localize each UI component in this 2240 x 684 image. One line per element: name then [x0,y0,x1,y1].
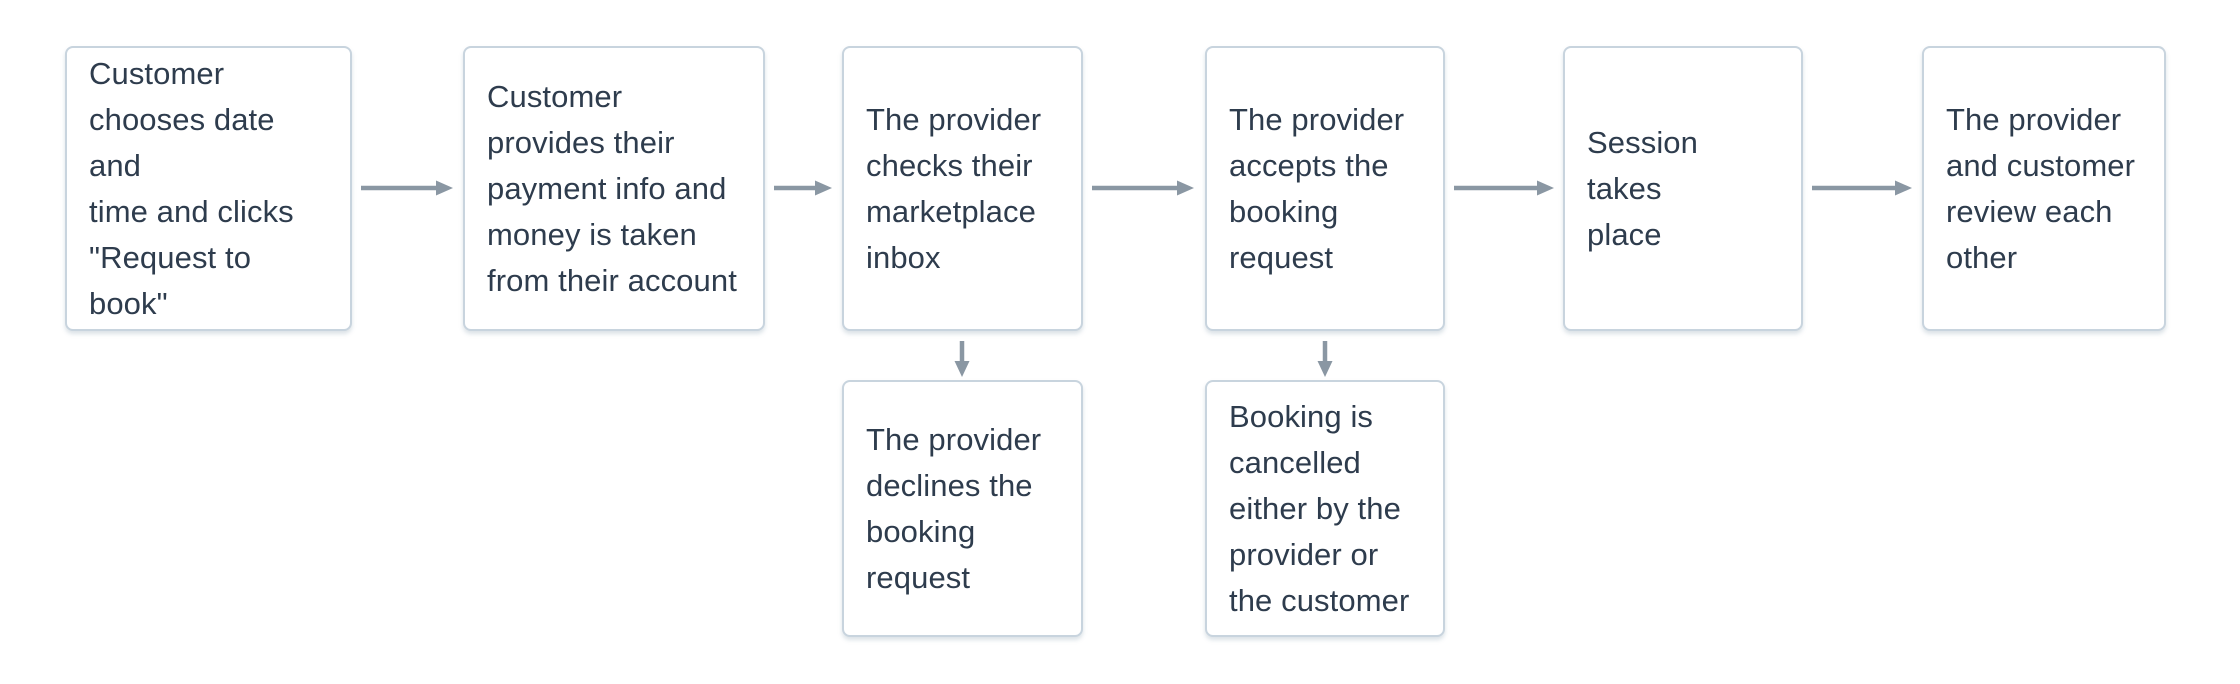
step-provider-checks-inbox: The provider checks their marketplace in… [842,46,1083,331]
step-text: The provider declines the booking reques… [866,421,1042,595]
step-text: Customer provides their payment info and… [487,78,737,298]
arrow-down-icon [951,340,973,383]
step-provider-accepts-request: The provider accepts the booking request [1205,46,1445,331]
step-review-each-other: The provider and customer review each ot… [1922,46,2166,331]
arrow-right-icon [773,177,833,204]
arrow-right-icon [360,177,454,204]
step-text: The provider checks their marketplace in… [866,101,1042,275]
step-text: Customer chooses date and time and click… [89,55,294,321]
arrow-right-icon [1091,177,1195,204]
step-customer-provides-payment: Customer provides their payment info and… [463,46,765,331]
step-text: Session takes place [1587,124,1698,252]
step-text: The provider accepts the booking request [1229,101,1405,275]
branch-provider-declines-request: The provider declines the booking reques… [842,380,1083,637]
arrow-right-icon [1811,177,1913,204]
arrow-down-icon [1314,340,1336,383]
step-session-takes-place: Session takes place [1563,46,1803,331]
step-customer-chooses-date: Customer chooses date and time and click… [65,46,352,331]
step-text: Booking is cancelled either by the provi… [1229,398,1410,618]
branch-booking-cancelled: Booking is cancelled either by the provi… [1205,380,1445,637]
step-text: The provider and customer review each ot… [1946,101,2136,275]
arrow-right-icon [1453,177,1555,204]
